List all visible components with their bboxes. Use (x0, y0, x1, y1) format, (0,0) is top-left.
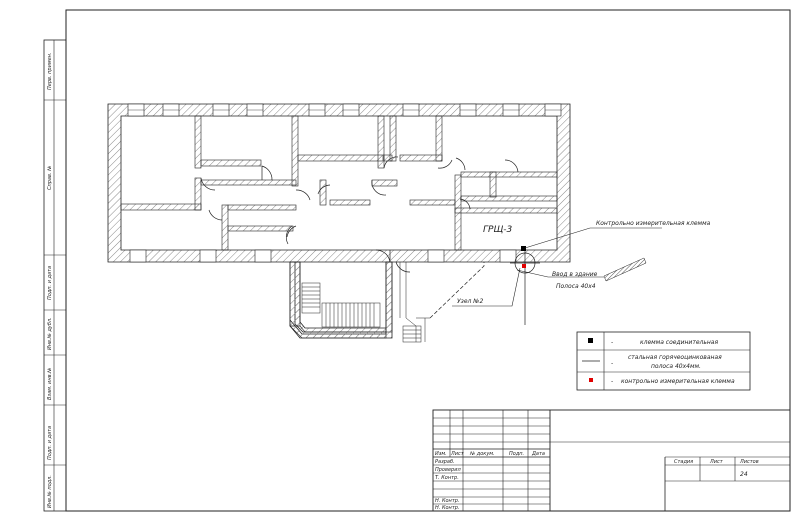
floor-plan: ГРЩ-3 Узел №2 Контрольно измерительная к… (107, 103, 711, 343)
tb-role: Т. Контр. (435, 475, 459, 481)
control-clamp-marker (522, 264, 526, 268)
tb-role: Проверил (435, 467, 461, 473)
legend-connector-clamp-icon (588, 338, 593, 343)
side-strip: Перв. примен. Справ. № Подп. и дата Инв.… (43, 39, 67, 512)
tb-header: Изм. (435, 451, 447, 457)
stairs-annex (301, 282, 381, 328)
side-label: Взам. инв.№ (47, 368, 53, 400)
side-label: Подп. и дата (47, 426, 53, 460)
tb-stage-label: Стадия (674, 459, 693, 465)
legend-dash: - (611, 378, 613, 385)
callout-entry-line2: Полоса 40х4 (556, 283, 596, 290)
legend-text: стальная горячеоцинкованая (628, 354, 722, 361)
title-block-text: Изм. Лист № докум. Подп. Дата Разраб. Пр… (435, 451, 759, 511)
tb-role: Н. Контр. (435, 505, 460, 511)
doors (200, 156, 519, 273)
legend: - клемма соединительная - стальная горяч… (576, 331, 751, 391)
tb-sheets-value: 24 (740, 471, 748, 478)
tb-role: Н. Контр. (435, 498, 460, 504)
strip-section-graphic (603, 257, 647, 282)
connector-clamp-marker (521, 246, 526, 251)
annex-walls (289, 261, 393, 339)
tb-role: Разраб. (435, 459, 455, 465)
windows-bottom (129, 249, 517, 263)
legend-dash: - (611, 360, 613, 367)
side-label: Справ. № (47, 166, 53, 190)
side-label: Инв.№ подл. (47, 475, 53, 508)
legend-dash: - (611, 339, 613, 346)
room-label: ГРЩ-3 (483, 225, 513, 235)
grounding-entry (510, 246, 540, 325)
side-label: Инв.№ дубл. (47, 317, 53, 350)
legend-text: клемма соединительная (640, 339, 718, 346)
callout-entry-line1: Ввод в здание (552, 271, 598, 278)
grounding-strip-route (429, 262, 485, 319)
tb-header: Лист (450, 451, 465, 457)
tb-header: Подп. (509, 451, 524, 457)
legend-text: полоса 40х4мм. (651, 363, 701, 370)
side-label: Подп. и дата (47, 266, 53, 300)
tb-header: № докум. (469, 451, 495, 457)
side-label: Перв. примен. (47, 52, 53, 90)
title-block (432, 409, 791, 512)
outer-walls (107, 103, 571, 263)
interior-walls (120, 115, 558, 251)
tb-header: Дата (531, 451, 545, 457)
legend-text: контрольно измерительная клемма (621, 378, 735, 385)
callout-control-clamp: Контрольно измерительная клемма (596, 220, 711, 227)
stairs-entrance (399, 262, 430, 343)
legend-control-clamp-icon (589, 378, 593, 382)
node-label: Узел №2 (457, 298, 484, 305)
leader-lines (452, 227, 662, 307)
tb-sheet-label: Лист (709, 459, 724, 465)
tb-sheets-label: Листов (739, 459, 759, 465)
